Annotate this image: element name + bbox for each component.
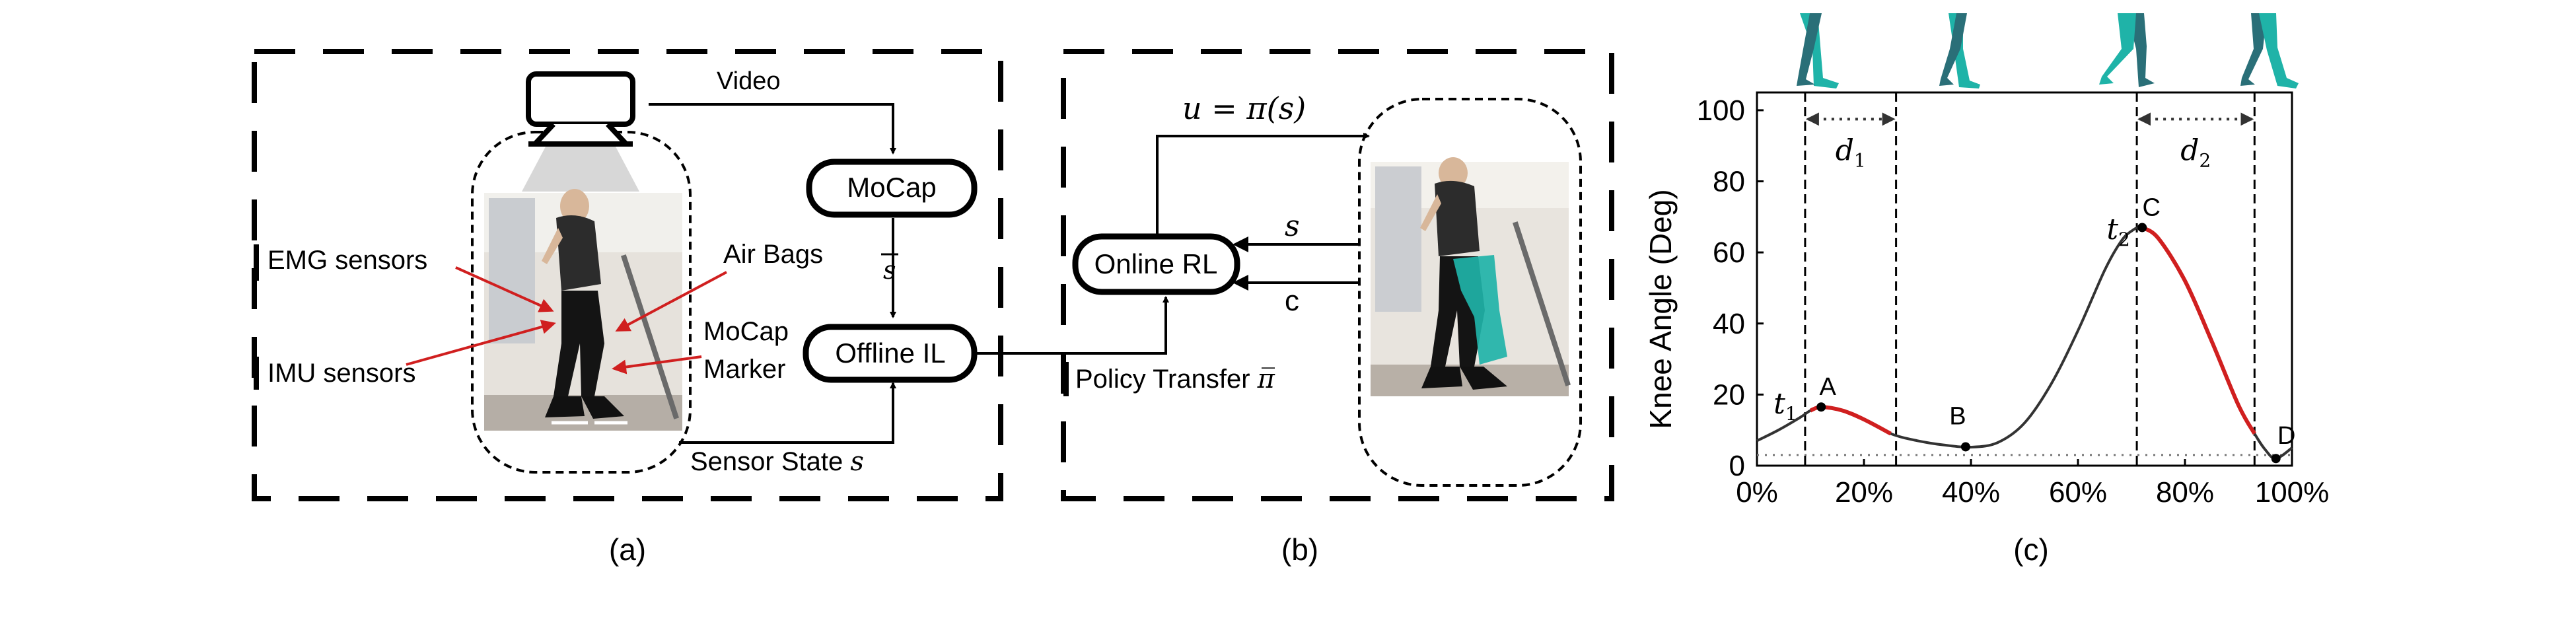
panel-b-frame	[1061, 49, 1614, 501]
caption-a: (a)	[609, 532, 646, 567]
online-rl-label: Online RL	[1094, 248, 1218, 279]
panel-a: Video MoCap s Offline IL Sensor State s …	[252, 49, 1003, 567]
x-tick-label: 40%	[1942, 476, 2000, 509]
highlighted-segment	[2141, 225, 2256, 435]
subject-photo	[484, 189, 682, 431]
x-tick-label: 80%	[2156, 476, 2214, 509]
mocap-marker-label-1: MoCap	[703, 317, 789, 346]
y-tick-label: 40	[1713, 308, 1745, 340]
x-tick-label: 20%	[1835, 476, 1893, 509]
offline-il-box	[803, 324, 978, 383]
policy-transfer-label: Policy Transfer π̅	[1075, 364, 1275, 394]
time-label-t2: t2	[2106, 213, 2130, 250]
leg-icon-2	[1939, 13, 1980, 89]
subject-region-b	[1358, 98, 1582, 487]
interval-label-d2: d2	[2180, 133, 2211, 171]
sensor-state-label: Sensor State s	[690, 446, 864, 477]
airbags-arrow	[615, 271, 727, 332]
gait-phase-icons	[1797, 13, 2299, 89]
caption-c: (c)	[2013, 532, 2049, 567]
point-b-label: B	[1949, 402, 1966, 430]
mocap-box-label: MoCap	[847, 172, 936, 203]
y-axis-label: Knee Angle (Deg)	[1643, 189, 1678, 429]
y-tick-label: 0	[1729, 450, 1745, 482]
emg-arrow	[455, 266, 554, 312]
y-tick-label: 60	[1713, 236, 1745, 269]
caption-b: (b)	[1281, 532, 1318, 567]
point-b-marker	[1960, 442, 1970, 452]
leg-icon-3	[2099, 13, 2155, 87]
y-tick-label: 20	[1713, 378, 1745, 411]
sensor-state-arrow	[679, 382, 896, 444]
leg-icon-4	[2240, 13, 2299, 89]
emg-label: EMG sensors	[268, 246, 427, 275]
marker-arrow	[612, 355, 702, 374]
policy-eq: u = π(s)	[1182, 90, 1306, 126]
offline-to-online-arrow	[975, 296, 1169, 355]
s-bar-label: s	[883, 256, 896, 285]
time-label-t1: t1	[1773, 387, 1797, 425]
c-label: c	[1285, 285, 1299, 317]
online-rl-box	[1072, 233, 1240, 295]
mocap-box	[806, 159, 978, 218]
point-c-label: C	[2142, 194, 2160, 221]
airbags-label: Air Bags	[723, 240, 823, 269]
point-a-marker	[1816, 402, 1826, 412]
policy-arrow	[1156, 133, 1370, 235]
subject-photo-b	[1371, 157, 1571, 396]
video-label: Video	[717, 67, 781, 95]
mocap-marker-label-2: Marker	[703, 355, 785, 384]
x-tick-label: 100%	[2255, 476, 2330, 509]
point-d-label: D	[2277, 422, 2295, 450]
y-tick-label: 100	[1697, 94, 1745, 127]
imu-label: IMU sensors	[268, 359, 416, 388]
point-d-marker	[2271, 454, 2281, 464]
offline-il-label: Offline IL	[835, 338, 945, 369]
s-label: s	[1285, 209, 1300, 243]
x-tick-label: 60%	[2049, 476, 2107, 509]
video-arrow	[649, 103, 896, 155]
imu-arrow	[406, 320, 556, 366]
point-a-label: A	[1820, 373, 1837, 401]
point-c-marker	[2137, 223, 2147, 232]
leg-icon-1	[1797, 13, 1839, 89]
x-tick-label: 0%	[1736, 476, 1778, 509]
interval-label-d1: d1	[1836, 133, 1866, 171]
panel-b: Online RL u = π(s) s c Pol	[1061, 49, 1614, 567]
camera-icon	[522, 71, 639, 192]
plot-frame	[1756, 91, 2293, 467]
y-tick-label: 80	[1713, 166, 1745, 198]
